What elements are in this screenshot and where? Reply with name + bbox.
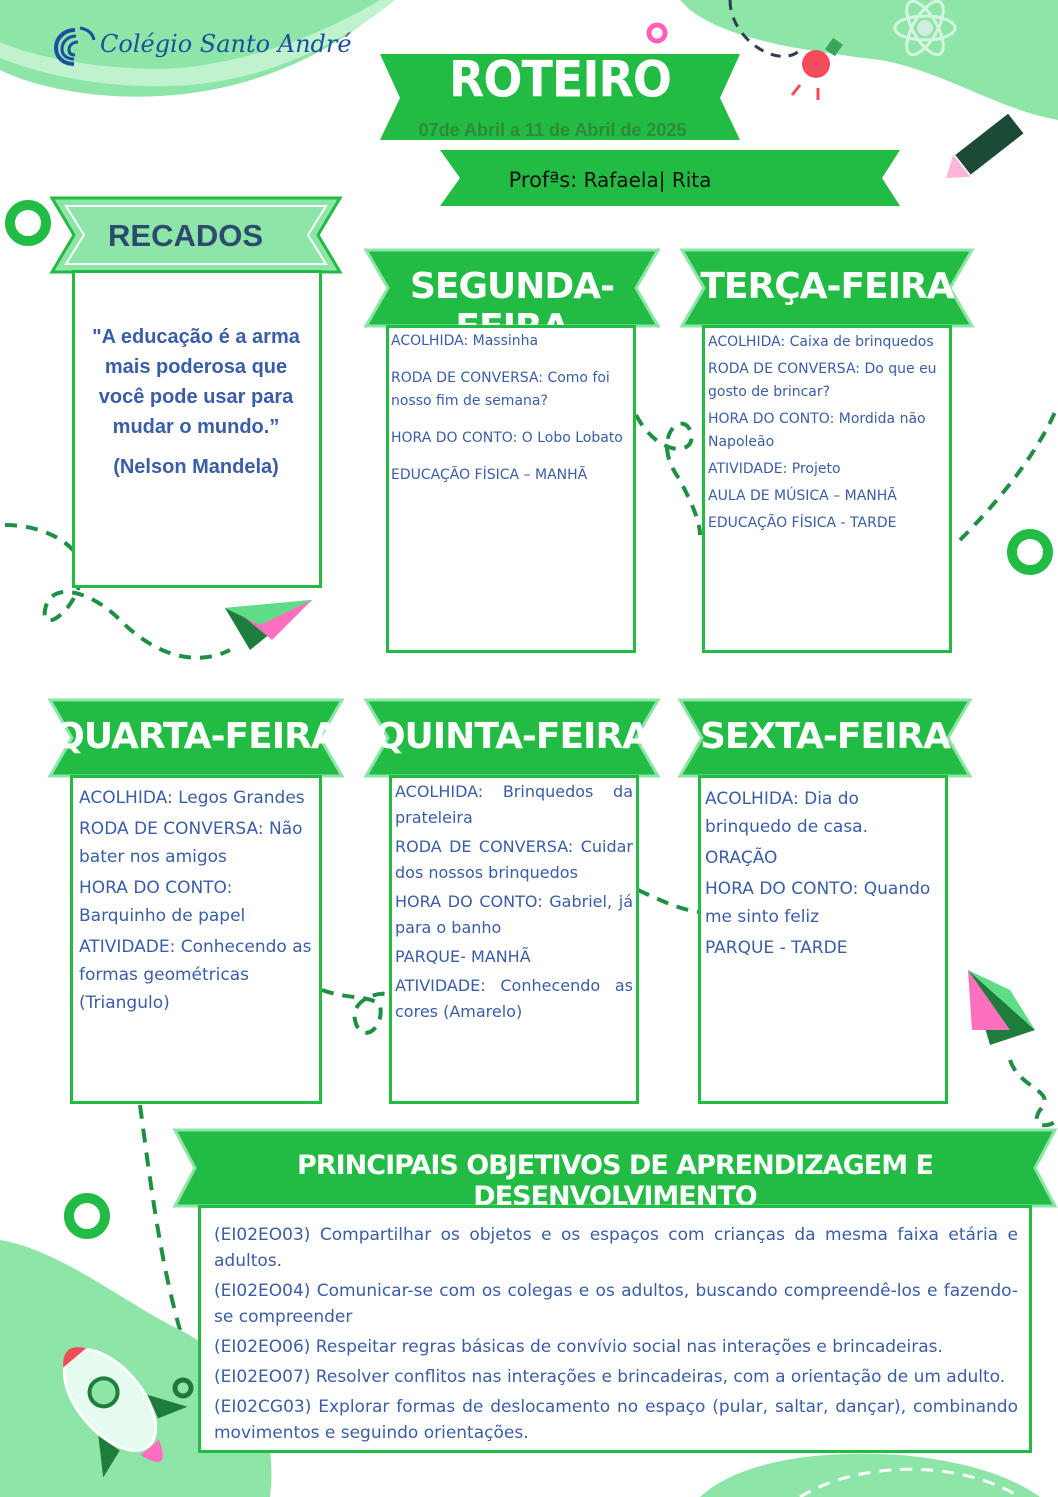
activity-item: ACOLHIDA: Brinquedos da prateleira <box>395 782 633 827</box>
terca-activities: ACOLHIDA: Caixa de brinquedos RODA DE CO… <box>708 331 946 535</box>
teachers-line: Profªs: Rafaela| Rita <box>440 168 780 192</box>
activity-item: HORA DO CONTO: Quando me sinto feliz <box>705 879 931 927</box>
teachers-names: Rafaela| Rita <box>583 168 712 192</box>
quinta-box <box>389 775 639 1104</box>
teachers-label: Profªs: <box>508 168 578 192</box>
sexta-activities: ACOLHIDA: Dia do brinquedo de casa. ORAÇ… <box>705 785 941 962</box>
quarta-box <box>70 775 322 1104</box>
activity-item: RODA DE CONVERSA: Do que eu gosto de bri… <box>708 361 937 400</box>
recados-author: (Nelson Mandela) <box>113 456 279 478</box>
activity-item: HORA DO CONTO: O Lobo Lobato <box>391 430 623 446</box>
atom-icon <box>917 20 933 36</box>
quinta-title: QUINTA-FEIRA <box>374 716 650 757</box>
objectives-title: PRINCIPAIS OBJETIVOS DE APRENDIZAGEM E D… <box>297 1150 934 1212</box>
page-title: ROTEIRO <box>449 49 672 109</box>
activity-item: ACOLHIDA: Dia do brinquedo de casa. <box>705 789 868 837</box>
recados-box <box>72 270 322 588</box>
activity-item: EDUCAÇÃO FÍSICA – MANHÃ <box>391 467 588 483</box>
activity-item: RODA DE CONVERSA: Cuidar dos nossos brin… <box>395 837 633 882</box>
activity-item: PARQUE- MANHÃ <box>395 947 531 966</box>
terca-box <box>702 325 952 653</box>
activity-item: HORA DO CONTO: Barquinho de papel <box>79 878 246 926</box>
activity-item: ATIVIDADE: Conhecendo as formas geométri… <box>79 937 312 1013</box>
activity-item: ACOLHIDA: Caixa de brinquedos <box>708 334 934 350</box>
activity-item: ORAÇÃO <box>705 848 778 868</box>
activity-item: ATIVIDADE: Projeto <box>708 461 841 477</box>
segunda-activities: ACOLHIDA: Massinha RODA DE CONVERSA: Com… <box>391 330 633 487</box>
paper-plane-icon <box>225 600 312 650</box>
segunda-box <box>386 325 636 653</box>
quinta-activities: ACOLHIDA: Brinquedos da prateleira RODA … <box>395 779 633 1025</box>
sexta-title: SEXTA-FEIRA <box>700 716 951 757</box>
objective-item: (EI02CG03) Explorar formas de deslocamen… <box>214 1397 1018 1443</box>
objectives-box <box>198 1205 1032 1453</box>
terca-title: TERÇA-FEIRA <box>700 266 954 307</box>
objective-item: (EI02EO03) Compartilhar os objetos e os … <box>214 1225 1018 1271</box>
quarta-title: QUARTA-FEIRA <box>54 716 338 757</box>
recados-title: RECADOS <box>108 218 264 253</box>
activity-item: EDUCAÇÃO FÍSICA - TARDE <box>708 515 897 531</box>
activity-item: PARQUE - TARDE <box>705 938 848 958</box>
school-name: Colégio Santo André <box>100 30 352 58</box>
activity-item: HORA DO CONTO: Gabriel, já para o banho <box>395 892 633 937</box>
activity-item: HORA DO CONTO: Mordida não Napoleão <box>708 411 926 450</box>
school-logo-icon <box>53 26 96 66</box>
activity-item: RODA DE CONVERSA: Não bater nos amigos <box>79 819 303 867</box>
recados-quote: "A educação é a arma mais poderosa que v… <box>92 326 300 438</box>
activity-item: ATIVIDADE: Conhecendo as cores (Amarelo) <box>395 976 633 1021</box>
objective-item: (EI02EO07) Resolver conflitos nas intera… <box>214 1367 1006 1387</box>
quarta-activities: ACOLHIDA: Legos Grandes RODA DE CONVERSA… <box>79 784 317 1017</box>
rocket-icon <box>62 1347 188 1478</box>
activity-item: ACOLHIDA: Legos Grandes <box>79 788 305 808</box>
activity-item: RODA DE CONVERSA: Como foi nosso fim de … <box>391 370 610 409</box>
objective-item: (EI02EO04) Comunicar-se com os colegas e… <box>214 1281 1018 1327</box>
date-range: 07de Abril a 11 de Abril de 2025 <box>418 120 687 140</box>
sexta-box <box>698 775 948 1104</box>
activity-item: AULA DE MÚSICA – MANHÃ <box>708 488 897 504</box>
objectives-list: (EI02EO03) Compartilhar os objetos e os … <box>214 1222 1018 1450</box>
objective-item: (EI02EO06) Respeitar regras básicas de c… <box>214 1337 943 1357</box>
activity-item: ACOLHIDA: Massinha <box>391 333 539 349</box>
